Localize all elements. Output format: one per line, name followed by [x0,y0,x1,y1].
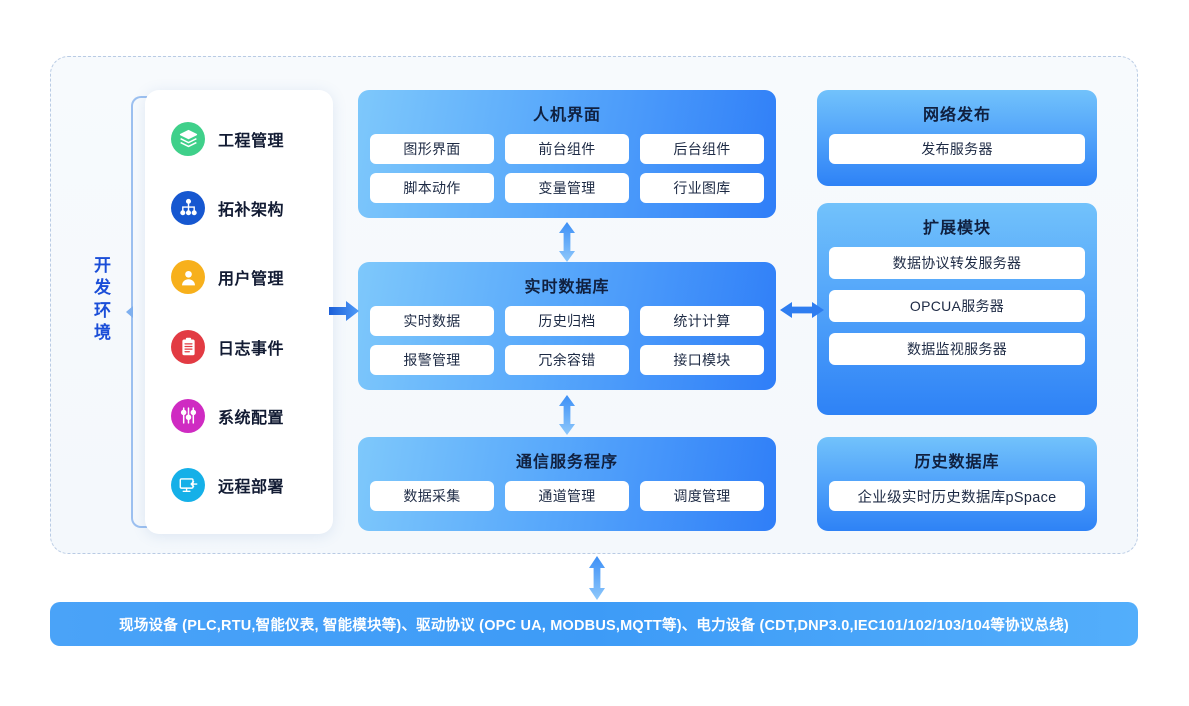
monitor-icon [171,468,205,503]
chip-row: 报警管理 冗余容错 接口模块 [370,345,764,375]
arrow-right-icon [329,300,359,322]
panel-communication-service: 通信服务程序 数据采集 通道管理 调度管理 [358,437,776,531]
sidebar-item-label: 日志事件 [218,340,285,358]
sidebar-item-label: 系统配置 [218,409,285,427]
chip-protocol-forward-server[interactable]: 数据协议转发服务器 [829,247,1085,279]
chip-industry-library[interactable]: 行业图库 [640,173,764,203]
chip-scheduling-management[interactable]: 调度管理 [640,481,764,511]
panel-title: 历史数据库 [914,454,1000,471]
chip-channel-management[interactable]: 通道管理 [505,481,629,511]
sidebar-item-project-management[interactable]: 工程管理 [145,115,333,163]
panel-hmi: 人机界面 图形界面 前台组件 后台组件 脚本动作 变量管理 行业图库 [358,90,776,218]
user-icon [171,260,205,295]
chip-backend-component[interactable]: 后台组件 [640,134,764,164]
sidebar-item-log-events[interactable]: 日志事件 [145,323,333,371]
chip-history-archive[interactable]: 历史归档 [505,306,629,336]
panel-title: 实时数据库 [524,279,610,296]
sidebar-item-user-management[interactable]: 用户管理 [145,253,333,301]
clipboard-icon [171,329,205,364]
sliders-icon [171,398,205,433]
panel-title: 扩展模块 [922,220,991,237]
double-arrow-vertical-icon [556,395,578,435]
sidebar-item-label: 拓补架构 [218,201,285,219]
chip-realtime-data[interactable]: 实时数据 [370,306,494,336]
development-tools-sidebar: 工程管理 拓补架构 用户管理 [145,90,333,534]
chip-data-acquisition[interactable]: 数据采集 [370,481,494,511]
chip-publish-server[interactable]: 发布服务器 [829,134,1085,164]
chip-opcua-server[interactable]: OPCUA服务器 [829,290,1085,322]
sidebar-item-remote-deployment[interactable]: 远程部署 [145,461,333,509]
sidebar-item-system-configuration[interactable]: 系统配置 [145,392,333,440]
environment-bracket [126,96,147,528]
chip-variable-management[interactable]: 变量管理 [505,173,629,203]
sidebar-item-label: 工程管理 [218,132,285,150]
chip-alarm-management[interactable]: 报警管理 [370,345,494,375]
chip-interface-module[interactable]: 接口模块 [640,345,764,375]
panel-title: 网络发布 [922,107,991,124]
double-arrow-vertical-icon [586,556,608,600]
chip-graphic-interface[interactable]: 图形界面 [370,134,494,164]
chip-script-action[interactable]: 脚本动作 [370,173,494,203]
chip-pspace-database[interactable]: 企业级实时历史数据库pSpace [829,481,1085,511]
panel-title: 通信服务程序 [515,454,618,471]
field-devices-banner: 现场设备 (PLC,RTU,智能仪表, 智能模块等)、驱动协议 (OPC UA,… [50,602,1138,646]
sidebar-item-topology-architecture[interactable]: 拓补架构 [145,184,333,232]
panel-title: 人机界面 [532,107,601,124]
chip-row: 实时数据 历史归档 统计计算 [370,306,764,336]
chip-row: 图形界面 前台组件 后台组件 [370,134,764,164]
double-arrow-horizontal-icon [780,298,824,322]
chip-row: 数据采集 通道管理 调度管理 [370,481,764,511]
chip-redundancy-fault-tolerance[interactable]: 冗余容错 [505,345,629,375]
sidebar-item-label: 用户管理 [218,271,285,289]
environment-label: 开发环境 [94,256,112,343]
panel-extension-modules: 扩展模块 数据协议转发服务器 OPCUA服务器 数据监视服务器 [817,203,1097,415]
panel-history-database: 历史数据库 企业级实时历史数据库pSpace [817,437,1097,531]
hierarchy-icon [171,190,205,225]
chip-statistics-calculation[interactable]: 统计计算 [640,306,764,336]
chip-data-monitor-server[interactable]: 数据监视服务器 [829,333,1085,365]
double-arrow-vertical-icon [556,222,578,262]
panel-web-publish: 网络发布 发布服务器 [817,90,1097,186]
panel-realtime-database: 实时数据库 实时数据 历史归档 统计计算 报警管理 冗余容错 接口模块 [358,262,776,390]
layers-icon [171,121,205,156]
sidebar-item-label: 远程部署 [218,479,285,497]
chip-row: 脚本动作 变量管理 行业图库 [370,173,764,203]
chip-frontend-component[interactable]: 前台组件 [505,134,629,164]
